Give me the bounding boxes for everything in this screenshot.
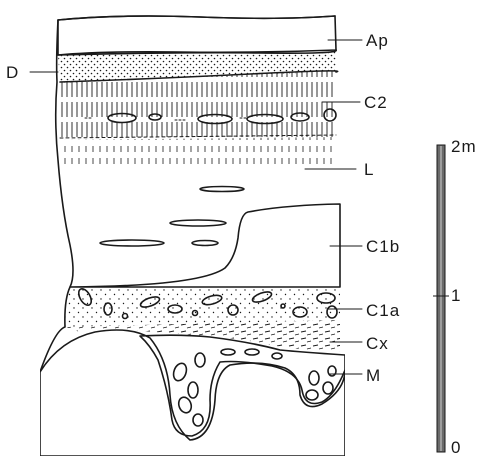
label-ap: Ap [366, 31, 389, 50]
scale-label-bottom: 0 [451, 438, 461, 456]
scale-label-top: 2m [451, 137, 477, 156]
scale-label-middle: 1 [451, 286, 461, 305]
label-l: L [364, 160, 374, 179]
label-m: M [366, 366, 381, 385]
l-lenses [100, 187, 244, 247]
m-pebbles [171, 349, 336, 426]
label-c1a: C1a [366, 301, 400, 320]
layer-ap [58, 16, 336, 55]
label-c2: C2 [364, 93, 388, 112]
label-cx: Cx [366, 334, 389, 353]
soil-column [40, 16, 345, 456]
label-d: D [6, 63, 19, 82]
layer-c2-dashed [60, 137, 336, 170]
label-c1b: C1b [366, 237, 400, 256]
scale-bar [433, 145, 449, 452]
boundary-top [58, 16, 335, 20]
